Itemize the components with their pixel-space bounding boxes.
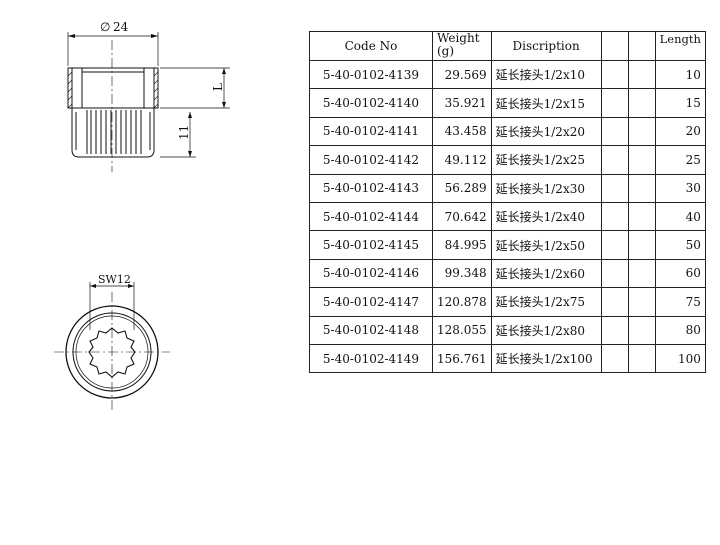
header-weight-line2: (g) [437, 44, 455, 58]
fitting-end-view [65, 305, 159, 399]
cell-code: 5-40-0102-4144 [309, 201, 433, 232]
header-description: Discription [490, 31, 602, 61]
cell-blank [600, 116, 629, 147]
header-length: Length [654, 31, 706, 61]
cell-weight: 29.569 [432, 59, 492, 90]
cell-blank [627, 343, 656, 374]
cell-code: 5-40-0102-4145 [309, 230, 433, 260]
dim-label-diameter: 24 [113, 20, 129, 34]
cell-weight: 56.289 [432, 173, 492, 203]
cell-weight: 84.995 [432, 230, 492, 260]
diameter-symbol: ∅ [100, 20, 110, 34]
cell-blank [600, 59, 629, 90]
spec-table: Code No Weight(g) Discription Length 5-4… [309, 31, 706, 374]
cell-blank [600, 315, 629, 345]
cell-length: 50 [654, 230, 706, 260]
cell-blank [627, 287, 656, 317]
cell-length: 10 [654, 59, 706, 90]
cell-blank [627, 230, 656, 260]
cell-blank [627, 173, 656, 203]
cell-blank [600, 173, 629, 203]
dim-label-length: L [211, 83, 225, 91]
cell-length: 15 [654, 88, 706, 118]
cell-blank [600, 88, 629, 118]
cell-length: 20 [654, 116, 706, 147]
cell-length: 75 [654, 287, 706, 317]
cell-description: 延长接头1/2x40 [490, 201, 602, 232]
cell-blank [600, 258, 629, 289]
header-code: Code No [309, 31, 433, 61]
cell-code: 5-40-0102-4140 [309, 88, 433, 118]
cell-length: 30 [654, 173, 706, 203]
cell-code: 5-40-0102-4146 [309, 258, 433, 289]
cell-blank [600, 201, 629, 232]
cell-description: 延长接头1/2x100 [490, 343, 602, 374]
cell-length: 40 [654, 201, 706, 232]
cell-code: 5-40-0102-4141 [309, 116, 433, 147]
cell-blank [600, 230, 629, 260]
cell-blank [600, 343, 629, 374]
cell-blank [627, 145, 656, 175]
cell-code: 5-40-0102-4142 [309, 145, 433, 175]
cell-description: 延长接头1/2x15 [490, 88, 602, 118]
technical-drawing: ∅ 24 L 11 SW12 [54, 20, 230, 412]
cell-blank [627, 116, 656, 147]
cell-length: 25 [654, 145, 706, 175]
cell-blank [627, 258, 656, 289]
cell-length: 60 [654, 258, 706, 289]
cell-length: 100 [654, 343, 706, 374]
cell-weight: 99.348 [432, 258, 492, 289]
cell-weight: 156.761 [432, 343, 492, 374]
cell-description: 延长接头1/2x20 [490, 116, 602, 147]
fitting-side-view [67, 67, 159, 158]
cell-blank [627, 88, 656, 118]
cell-description: 延长接头1/2x75 [490, 287, 602, 317]
cell-code: 5-40-0102-4148 [309, 315, 433, 345]
cell-weight: 35.921 [432, 88, 492, 118]
cell-code: 5-40-0102-4139 [309, 59, 433, 90]
cell-weight: 70.642 [432, 201, 492, 232]
cell-description: 延长接头1/2x30 [490, 173, 602, 203]
cell-weight: 49.112 [432, 145, 492, 175]
header-blank-2 [627, 31, 656, 61]
cell-description: 延长接头1/2x50 [490, 230, 602, 260]
cell-weight: 43.458 [432, 116, 492, 147]
cell-blank [627, 201, 656, 232]
cell-code: 5-40-0102-4147 [309, 287, 433, 317]
cell-weight: 120.878 [432, 287, 492, 317]
cell-weight: 128.055 [432, 315, 492, 345]
header-weight-line1: Weight [437, 31, 480, 45]
cell-description: 延长接头1/2x25 [490, 145, 602, 175]
header-blank-1 [600, 31, 629, 61]
table-header-row: Code No Weight(g) Discription Length [309, 31, 706, 61]
cell-blank [627, 59, 656, 90]
cell-description: 延长接头1/2x80 [490, 315, 602, 345]
cell-blank [627, 315, 656, 345]
cell-code: 5-40-0102-4149 [309, 343, 433, 374]
cell-description: 延长接头1/2x10 [490, 59, 602, 90]
cell-blank [600, 145, 629, 175]
cell-blank [600, 287, 629, 317]
header-weight: Weight(g) [432, 31, 492, 61]
dim-label-wrench: SW12 [98, 273, 131, 286]
dim-label-thread: 11 [177, 125, 191, 140]
cell-code: 5-40-0102-4143 [309, 173, 433, 203]
cell-description: 延长接头1/2x60 [490, 258, 602, 289]
cell-length: 80 [654, 315, 706, 345]
